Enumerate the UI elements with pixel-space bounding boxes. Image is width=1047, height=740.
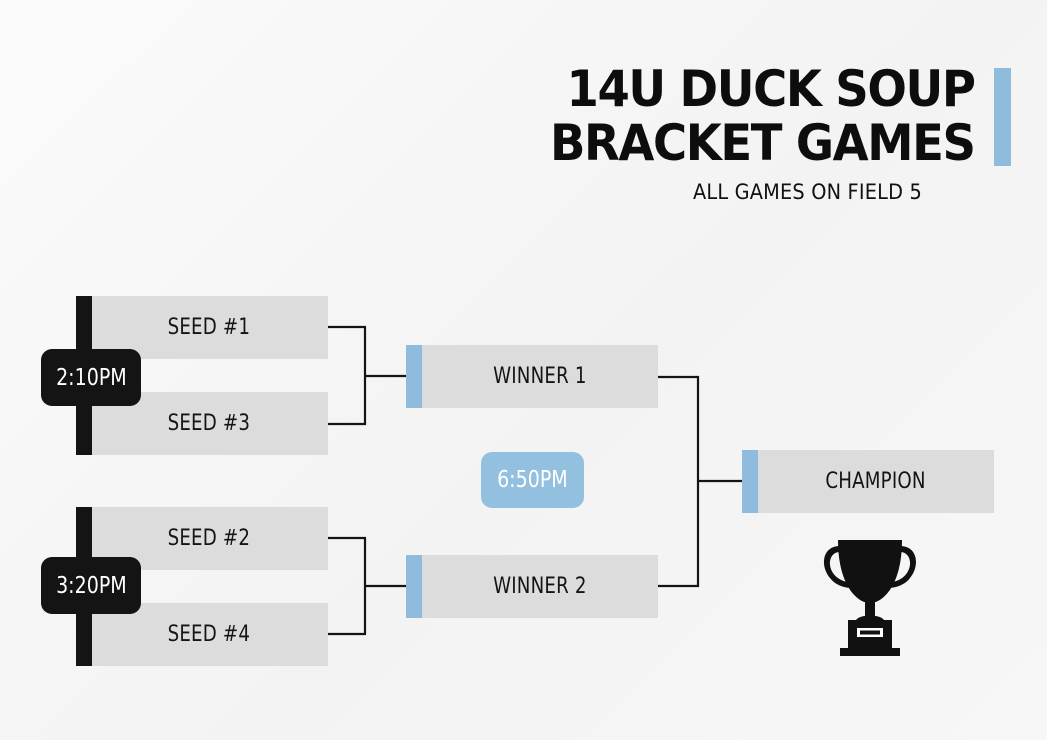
- slot-seed-3-label: SEED #3: [167, 411, 251, 436]
- title-accent-bar: [994, 68, 1011, 166]
- champion-accent: [742, 450, 758, 513]
- title-block: 14U DUCK SOUP BRACKET GAMES: [518, 60, 976, 172]
- title-line-2: BRACKET GAMES: [550, 114, 976, 172]
- title-line-1: 14U DUCK SOUP: [566, 60, 976, 118]
- slot-winner-1: WINNER 1: [422, 345, 658, 408]
- slot-champion: CHAMPION: [758, 450, 994, 513]
- slot-seed-1-label: SEED #1: [167, 315, 251, 340]
- game1-time: 2:10PM: [55, 364, 127, 391]
- trophy-icon: [824, 540, 916, 656]
- slot-seed-2-label: SEED #2: [167, 526, 251, 551]
- slot-winner-1-label: WINNER 1: [493, 364, 587, 389]
- slot-seed-1: SEED #1: [90, 296, 328, 359]
- winner1-accent: [406, 345, 422, 408]
- connector-seed2: [328, 536, 367, 636]
- final-time: 6:50PM: [497, 467, 568, 493]
- connector-winners: [658, 375, 700, 588]
- slot-winner-2-label: WINNER 2: [493, 574, 587, 599]
- slot-seed-4-label: SEED #4: [167, 622, 251, 647]
- final-time-badge: 6:50PM: [481, 452, 584, 508]
- slot-champion-label: CHAMPION: [825, 469, 927, 494]
- game2-time: 3:20PM: [55, 572, 127, 599]
- game2-time-badge: 3:20PM: [41, 557, 141, 614]
- subtitle: ALL GAMES ON FIELD 5: [693, 180, 922, 204]
- connector-seed1: [328, 325, 367, 426]
- winner2-accent: [406, 555, 422, 618]
- slot-winner-2: WINNER 2: [422, 555, 658, 618]
- game1-time-badge: 2:10PM: [41, 349, 141, 406]
